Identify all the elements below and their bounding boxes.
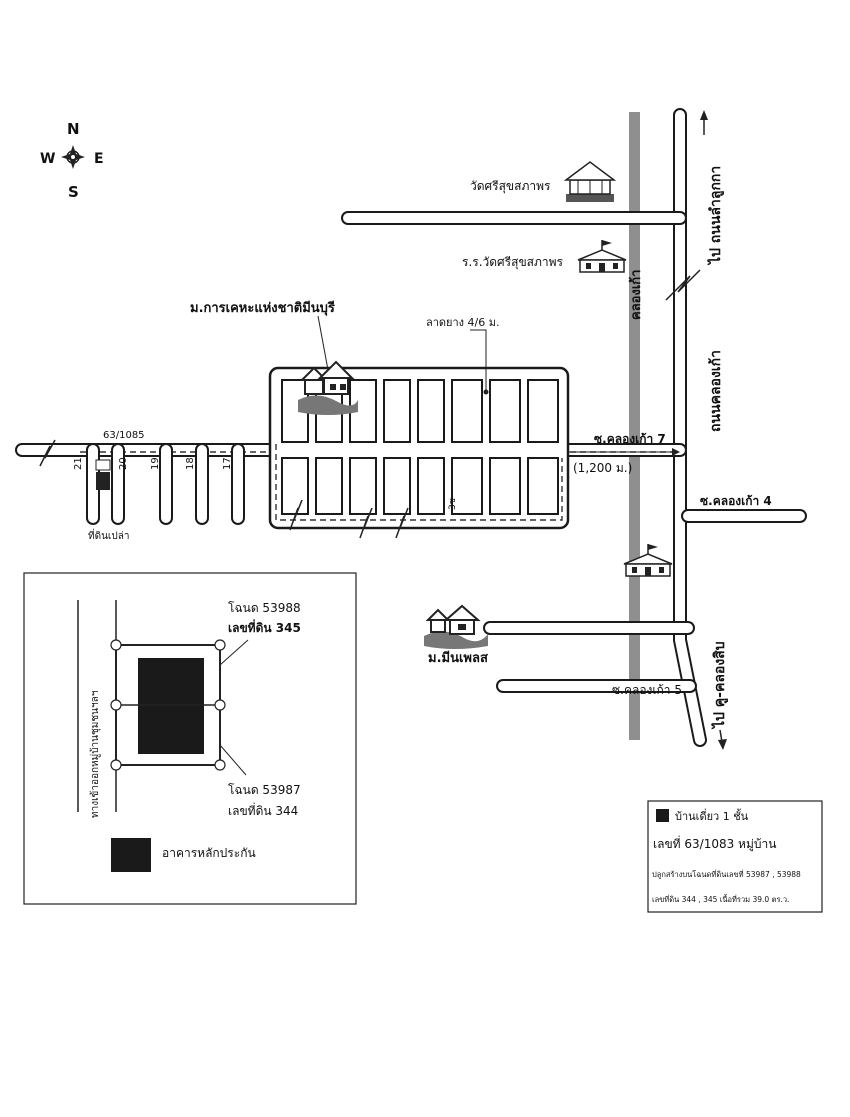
lane-19: 19 — [150, 457, 161, 470]
khlong-kao-road-label: ถนนคลองเก้า — [708, 350, 724, 432]
main-road-khlong-kao — [673, 108, 707, 747]
compass-s: S — [68, 183, 79, 201]
soi-4-label: ซ.คลองเก้า 4 — [700, 494, 772, 508]
lane-21: 21 — [73, 457, 84, 470]
house-number-label: 63/1085 — [103, 430, 145, 441]
deed-top: โฉนด 53988 — [228, 601, 301, 615]
break-mark — [39, 439, 56, 467]
lot-bottom: เลขที่ดิน 344 — [228, 802, 298, 818]
lane-20: 20 — [118, 457, 129, 470]
lumlukka-label: ไป ถนนลำลูกกา — [706, 166, 724, 266]
lane-18: 18 — [185, 457, 196, 470]
soi-3-label: 3ซ — [448, 498, 458, 510]
compass-rose: N S W E — [40, 120, 104, 201]
collateral-label: อาคารหลักประกัน — [162, 846, 256, 860]
school-icon — [577, 240, 627, 273]
break-mark — [395, 507, 409, 539]
legend-deeds: ปลูกสร้างบนโฉนดที่ดินเลขที่ 53987 , 5398… — [652, 869, 801, 879]
soi-5-label: ซ.คลองเก้า 5 — [612, 683, 682, 697]
school-label: ร.ร.วัดศรีสุขสภาพร — [462, 255, 564, 270]
canal-label: คลองเก้า — [628, 270, 644, 320]
legend-swatch — [656, 809, 669, 822]
min-place-icon — [424, 604, 488, 649]
break-mark — [665, 269, 701, 301]
temple-icon — [563, 161, 617, 202]
nha-village-label: ม.การเคหะแห่งชาติมีนบุรี — [190, 300, 335, 316]
collateral-swatch — [111, 838, 151, 872]
nha-village-icon — [298, 360, 358, 415]
lanes-group — [86, 443, 245, 525]
paved-road-label: ลาดยาง 4/6 ม. — [426, 316, 500, 329]
subject-house-marker — [96, 472, 110, 490]
vacant-land-label: ที่ดินเปล่า — [88, 528, 129, 542]
compass-e: E — [94, 151, 104, 167]
distance-label: (1,200 ม.) — [573, 461, 632, 475]
legend-panel — [647, 800, 823, 913]
deed-bottom: โฉนด 53987 — [228, 783, 301, 797]
school-icon-2 — [623, 544, 673, 577]
compass-n: N — [67, 120, 80, 138]
vacant-plot — [95, 459, 111, 471]
legend-area: เลขที่ดิน 344 , 345 เนื้อที่รวม 39.0 ตร.… — [652, 894, 789, 904]
break-mark — [359, 507, 373, 539]
lot-top: เลขที่ดิน 345 — [228, 619, 301, 635]
temple-label: วัดศรีสุขสภาพร — [470, 179, 551, 194]
nha-leader — [317, 315, 329, 371]
legend-address: เลขที่ 63/1083 หมู่บ้าน — [653, 835, 776, 852]
inset-road-label: ทางเข้าออกหมู่บ้านชุมชนฯลฯ — [89, 691, 101, 818]
compass-w: W — [40, 151, 55, 167]
khu-khlong-sip-label: ไป คู-คลองสิบ — [710, 641, 728, 730]
inset-building — [138, 658, 204, 754]
min-place-label: ม.มีนเพลส — [428, 650, 488, 666]
canal-band — [629, 112, 640, 740]
break-mark — [289, 499, 303, 531]
lane-17: 17 — [222, 457, 233, 470]
legend-type: บ้านเดี่ยว 1 ชั้น — [675, 808, 749, 823]
paved-leader — [470, 329, 487, 392]
soi-7-label: ซ.คลองเก้า 7 — [594, 432, 666, 446]
